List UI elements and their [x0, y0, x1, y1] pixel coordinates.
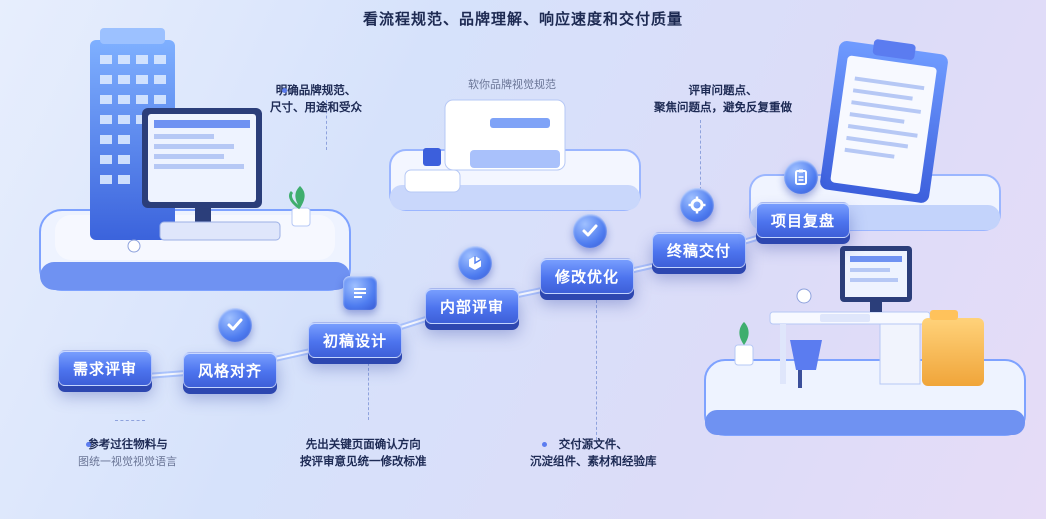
check-icon — [582, 224, 598, 237]
note-delivery: 交付源文件、 沉淀组件、素材和经验库 — [530, 436, 657, 470]
step-first-draft[interactable]: 初稿设计 — [308, 322, 403, 358]
badge-internal-review — [458, 246, 492, 280]
note-reference-line2: 图统一视觉视觉语言 — [78, 455, 177, 468]
brand-platform — [389, 99, 641, 211]
badge-style-align — [218, 308, 252, 342]
diagram-title: 看流程规范、品牌理解、响应速度和交付质量 — [362, 10, 683, 28]
note-delivery-line2: 沉淀组件、素材和经验库 — [530, 454, 657, 468]
clipboard-platform — [749, 39, 1001, 231]
step-style-alignment[interactable]: 风格对齐 — [183, 352, 278, 388]
note-review: 评审问题点、 聚焦问题点，避免反复重做 — [654, 82, 792, 116]
note-reference-line1: 参考过往物料与 — [87, 437, 168, 451]
step-project-retrospective[interactable]: 项目复盘 — [756, 202, 851, 238]
note-direction-line2: 按评审意见统一修改标准 — [300, 454, 427, 468]
note-delivery-dot — [542, 442, 547, 447]
connector-review — [700, 120, 701, 190]
clipboard-icon — [795, 169, 807, 185]
note-delivery-line1: 交付源文件、 — [558, 437, 628, 451]
note-direction: 先出关键页面确认方向 按评审意见统一修改标准 — [300, 436, 427, 470]
badge-retrospective — [784, 160, 818, 194]
connector-reference — [115, 420, 145, 421]
cube-icon — [469, 256, 482, 270]
connector-delivery — [596, 300, 597, 440]
desk-platform — [704, 246, 1026, 436]
note-brand-line2: 尺寸、用途和受众 — [270, 100, 362, 114]
step-revision[interactable]: 修改优化 — [540, 258, 635, 294]
step-requirement-review[interactable]: 需求评审 — [58, 350, 153, 386]
note-reference: 参考过往物料与 图统一视觉视觉语言 — [78, 436, 177, 470]
note-review-line1: 评审问题点、 — [688, 83, 758, 97]
note-visual: 软你品牌视觉规范 — [468, 78, 556, 91]
note-review-line2: 聚焦问题点，避免反复重做 — [654, 100, 792, 114]
connector-direction — [368, 358, 369, 420]
badge-revise — [573, 214, 607, 248]
note-brand-dot — [282, 88, 287, 93]
note-direction-line1: 先出关键页面确认方向 — [305, 437, 421, 451]
badge-final-delivery — [680, 188, 714, 222]
gear-icon — [688, 196, 706, 214]
check-icon — [227, 318, 243, 331]
badge-draft — [343, 276, 377, 310]
office-platform — [39, 28, 351, 291]
document-icon — [354, 288, 366, 298]
note-brand-line1: 明确品牌规范、 — [275, 83, 357, 97]
connector-brand — [326, 100, 327, 150]
note-brand: 明确品牌规范、 尺寸、用途和受众 — [270, 82, 362, 116]
step-final-delivery[interactable]: 终稿交付 — [652, 232, 747, 268]
step-internal-review[interactable]: 内部评审 — [425, 288, 520, 324]
note-reference-dot — [86, 442, 91, 447]
